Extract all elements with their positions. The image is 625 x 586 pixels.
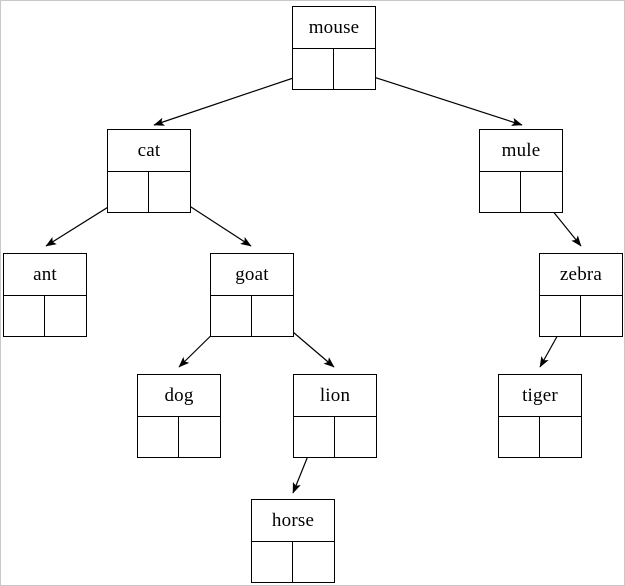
tree-node-mouse[interactable]: mouse xyxy=(292,6,376,90)
tree-node-pointer-row xyxy=(540,296,622,336)
tree-node-zebra[interactable]: zebra xyxy=(539,253,623,337)
tree-node-pointer-row xyxy=(138,417,220,457)
right-pointer-cell[interactable] xyxy=(149,172,190,212)
left-pointer-cell[interactable] xyxy=(499,417,540,457)
tree-node-cat[interactable]: cat xyxy=(107,129,191,213)
tree-node-label: zebra xyxy=(540,254,622,296)
right-pointer-cell[interactable] xyxy=(540,417,581,457)
tree-node-pointer-row xyxy=(480,172,562,212)
left-pointer-cell[interactable] xyxy=(540,296,581,336)
tree-node-dog[interactable]: dog xyxy=(137,374,221,458)
tree-node-label: lion xyxy=(294,375,376,417)
tree-node-label: tiger xyxy=(499,375,581,417)
left-pointer-cell[interactable] xyxy=(138,417,179,457)
tree-node-label: mouse xyxy=(293,7,375,49)
right-pointer-cell[interactable] xyxy=(179,417,220,457)
tree-node-label: mule xyxy=(480,130,562,172)
left-pointer-cell[interactable] xyxy=(293,49,334,89)
edge-mouse-to-cat xyxy=(153,70,315,126)
tree-node-horse[interactable]: horse xyxy=(251,499,335,583)
tree-node-pointer-row xyxy=(293,49,375,89)
left-pointer-cell[interactable] xyxy=(4,296,45,336)
tree-node-label: dog xyxy=(138,375,220,417)
tree-node-lion[interactable]: lion xyxy=(293,374,377,458)
left-pointer-cell[interactable] xyxy=(211,296,252,336)
right-pointer-cell[interactable] xyxy=(334,49,375,89)
tree-node-pointer-row xyxy=(499,417,581,457)
left-pointer-cell[interactable] xyxy=(294,417,335,457)
right-pointer-cell[interactable] xyxy=(252,296,293,336)
left-pointer-cell[interactable] xyxy=(108,172,149,212)
right-pointer-cell[interactable] xyxy=(45,296,86,336)
left-pointer-cell[interactable] xyxy=(252,542,293,582)
right-pointer-cell[interactable] xyxy=(581,296,622,336)
tree-node-pointer-row xyxy=(294,417,376,457)
tree-node-tiger[interactable]: tiger xyxy=(498,374,582,458)
tree-node-mule[interactable]: mule xyxy=(479,129,563,213)
tree-node-ant[interactable]: ant xyxy=(3,253,87,337)
tree-node-label: goat xyxy=(211,254,293,296)
tree-node-pointer-row xyxy=(211,296,293,336)
right-pointer-cell[interactable] xyxy=(293,542,334,582)
edge-mouse-to-mule xyxy=(354,70,523,126)
tree-node-goat[interactable]: goat xyxy=(210,253,294,337)
left-pointer-cell[interactable] xyxy=(480,172,521,212)
tree-node-label: horse xyxy=(252,500,334,542)
tree-node-pointer-row xyxy=(252,542,334,582)
tree-node-label: ant xyxy=(4,254,86,296)
right-pointer-cell[interactable] xyxy=(335,417,376,457)
tree-node-pointer-row xyxy=(108,172,190,212)
right-pointer-cell[interactable] xyxy=(521,172,562,212)
tree-node-pointer-row xyxy=(4,296,86,336)
tree-node-label: cat xyxy=(108,130,190,172)
